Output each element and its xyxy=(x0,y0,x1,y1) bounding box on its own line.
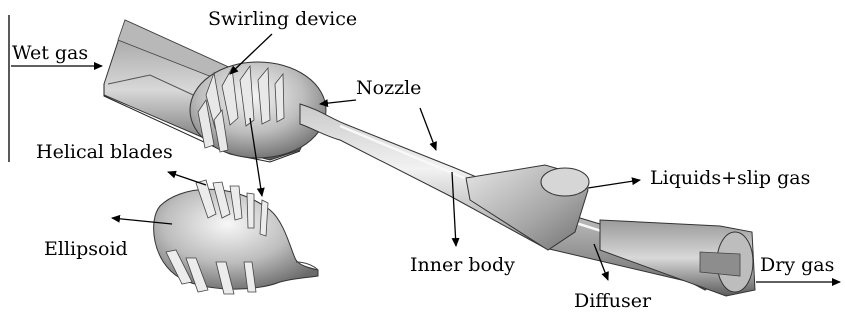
swirling-device-label: Swirling device xyxy=(208,10,357,29)
nozzle-pointer-right xyxy=(420,108,436,150)
outlet-pipe xyxy=(600,220,755,296)
dry-gas-label: Dry gas xyxy=(760,256,834,275)
liquids-slip-gas-arrow xyxy=(588,180,640,188)
nozzle-label: Nozzle xyxy=(356,79,421,98)
helical-blades-label: Helical blades xyxy=(36,143,173,162)
inner-body-label: Inner body xyxy=(410,256,515,275)
helical-blades-pointer xyxy=(168,172,206,185)
liquids-slip-gas-label: Liquids+slip gas xyxy=(650,169,810,188)
ellipsoid-label: Ellipsoid xyxy=(44,240,128,259)
diffuser-label: Diffuser xyxy=(574,292,651,311)
wet-gas-label: Wet gas xyxy=(12,44,88,63)
